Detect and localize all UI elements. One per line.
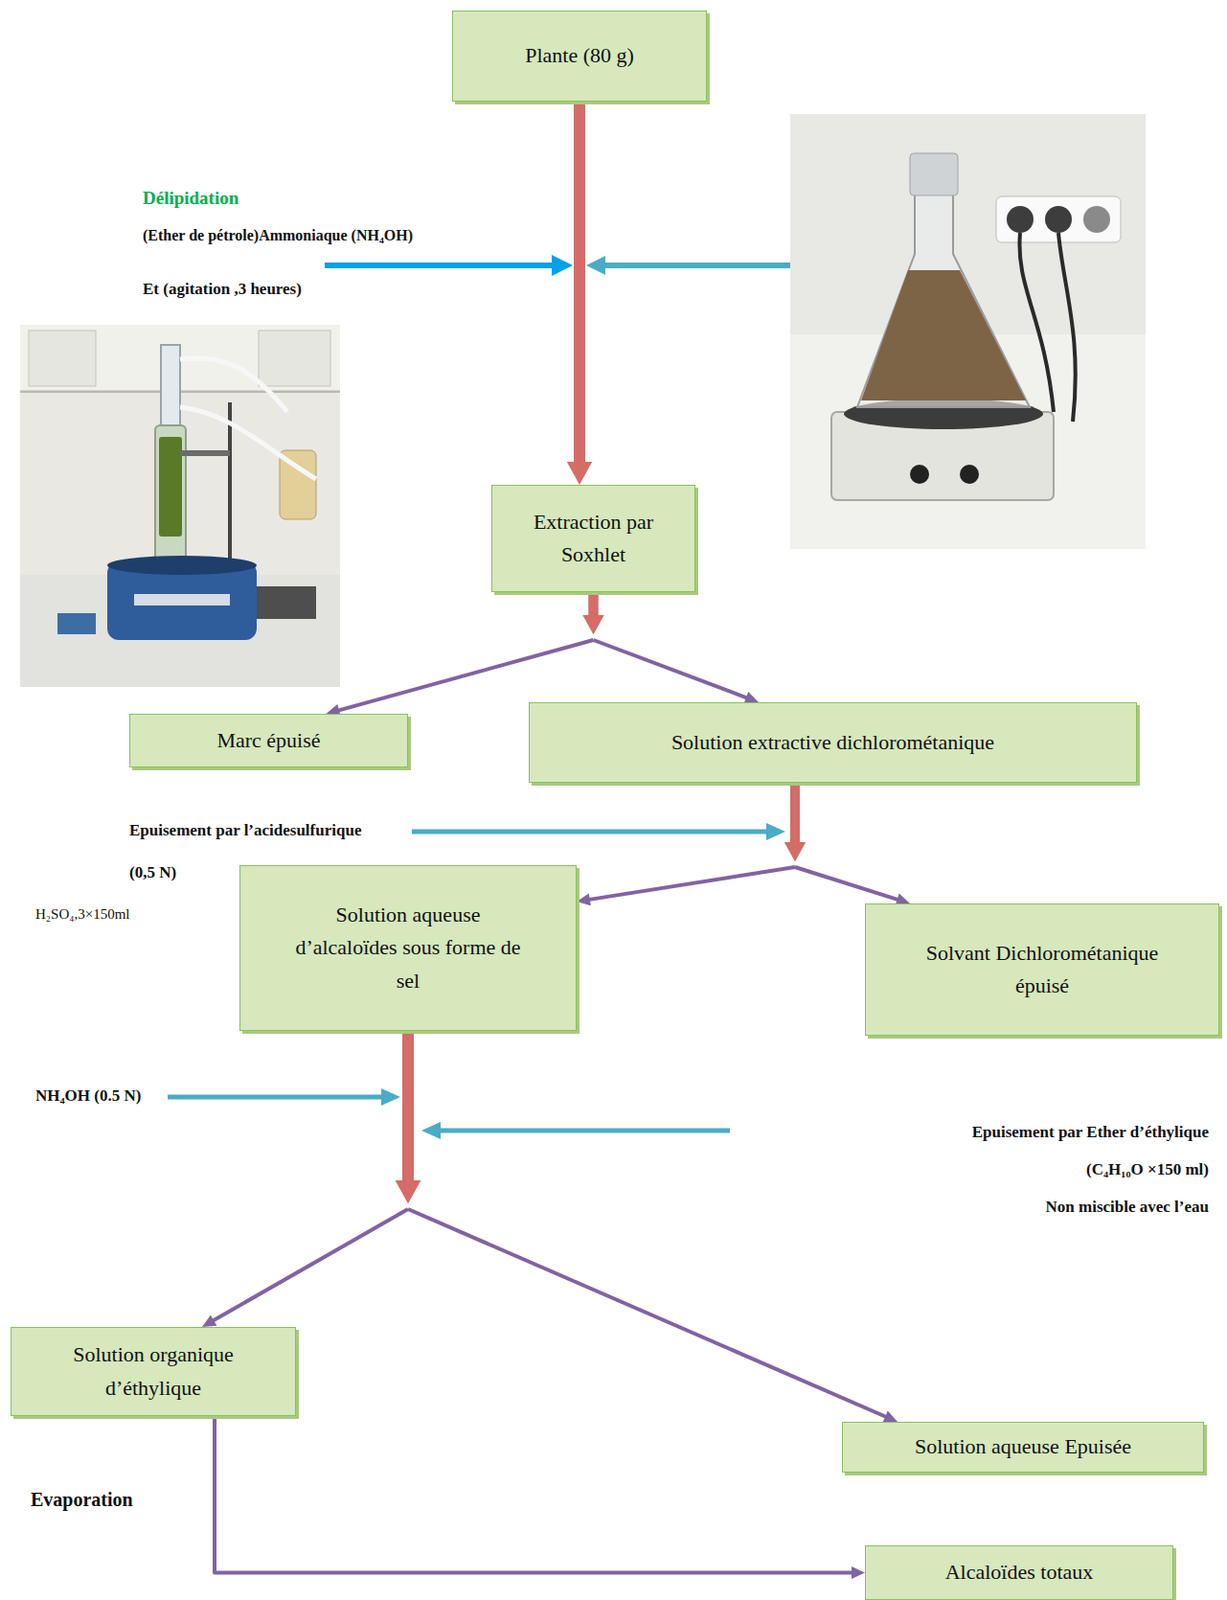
- condenser: [160, 344, 181, 426]
- box-text: Solution organique d’éthylique: [54, 1338, 252, 1404]
- arrow-head: [766, 822, 786, 841]
- socket: [1045, 205, 1072, 233]
- soxhlet-photo: [20, 324, 341, 687]
- connector-arrow: [214, 1415, 865, 1579]
- connector-arrow: [583, 591, 760, 704]
- arrow-head: [551, 254, 573, 276]
- arrow-head: [784, 841, 806, 862]
- process-box: Solution aqueuse d’alcaloïdes sous forme…: [239, 864, 577, 1031]
- connector-arrow: [576, 782, 806, 906]
- clamp: [180, 450, 230, 456]
- connector-arrow: [326, 591, 605, 717]
- connector-line: [588, 866, 796, 900]
- connector-line: [593, 639, 749, 699]
- process-box: Solvant Dichlorométanique épuisé: [864, 903, 1220, 1036]
- box-text: Solution extractive dichlorométanique: [671, 726, 995, 759]
- connector-line: [211, 1208, 409, 1321]
- plant-cartridge: [159, 436, 182, 537]
- connector-line: [790, 782, 800, 844]
- arrow-head: [421, 1121, 441, 1139]
- connector-arrow: [784, 782, 910, 906]
- connector-line: [573, 101, 586, 464]
- extractor-column: [155, 425, 186, 562]
- connector-line: [408, 1208, 887, 1417]
- stand-rod: [227, 402, 232, 575]
- connector-line: [402, 1030, 414, 1182]
- arrow-head: [586, 255, 606, 275]
- process-box: Extraction par Soxhlet: [491, 484, 696, 592]
- annotation-text: Non miscible avec l’eau: [1045, 1197, 1209, 1217]
- process-box: Alcaloïdes totaux: [864, 1545, 1174, 1600]
- knob: [959, 464, 979, 484]
- erlenmeyer-flask: [857, 191, 1030, 408]
- connector-line: [795, 866, 900, 900]
- annotation-text: Délipidation: [142, 187, 239, 210]
- arrow-head: [583, 614, 605, 635]
- connector-arrow: [395, 1030, 898, 1422]
- reagent-arrow: [167, 1094, 384, 1100]
- box-text: Extraction par Soxhlet: [513, 505, 674, 571]
- box-text: Alcaloïdes totaux: [945, 1555, 1094, 1589]
- controller: [57, 613, 96, 635]
- annotation-text: Et (agitation ,3 heures): [142, 279, 302, 299]
- aluminium-foil: [909, 153, 958, 196]
- annotation-text: Epuisement par Ether d’éthylique: [972, 1122, 1209, 1142]
- box-text: Marc épuisé: [216, 724, 320, 757]
- connector-arrow: [567, 101, 592, 485]
- plant-extract: [861, 270, 1026, 401]
- annotation-text: Evaporation: [30, 1487, 134, 1511]
- mantle-top: [107, 555, 257, 575]
- box-text: Plante (80 g): [524, 39, 635, 72]
- arrow-head: [381, 1088, 401, 1106]
- connector-arrow: [202, 1030, 421, 1327]
- box-text: Solution aqueuse d’alcaloïdes sous forme…: [286, 898, 530, 997]
- photo-ground: [20, 324, 341, 687]
- connector-line: [589, 591, 599, 617]
- socket: [1006, 205, 1034, 233]
- box-text: Solvant Dichlorométanique épuisé: [904, 936, 1181, 1002]
- annotation-text: NH₄OH (0.5 N): [35, 1086, 141, 1106]
- reagent-arrows: [167, 254, 791, 1139]
- arrow-head: [567, 461, 592, 485]
- photo-ground: [790, 113, 1146, 549]
- connector-line: [402, 1030, 414, 1182]
- connector-line: [214, 1415, 854, 1573]
- reagent-arrow: [411, 829, 767, 835]
- mantle-label: [134, 593, 230, 606]
- annotation-text: Epuisement par l’acidesulfurique: [129, 820, 362, 841]
- process-box: Marc épuisé: [129, 713, 409, 768]
- process-box: Solution extractive dichlorométanique: [528, 702, 1137, 783]
- arrow-head: [583, 614, 605, 635]
- arrow-head: [395, 1180, 421, 1204]
- cabinet-door: [258, 330, 331, 387]
- process-box: Plante (80 g): [452, 10, 707, 102]
- water-tubes: [180, 358, 317, 479]
- arrow-head: [395, 1180, 421, 1204]
- box-text: Solution aqueuse Epuisée: [914, 1430, 1132, 1463]
- reagent-arrow: [324, 262, 554, 269]
- reagent-arrow: [440, 1128, 730, 1134]
- process-box: Solution aqueuse Epuisée: [841, 1421, 1205, 1473]
- connector-line: [589, 591, 599, 617]
- arrow-head: [784, 841, 806, 862]
- annotation-text: H₂SO₄,3×150ml: [35, 905, 131, 923]
- process-box: Solution organique d’éthylique: [10, 1326, 296, 1416]
- annotation-text: (0,5 N): [129, 863, 177, 883]
- power-cable: [1019, 232, 1075, 422]
- stirrer-photo: [790, 113, 1146, 549]
- annotation-text: (Ether de pétrole)Ammoniaque (NH₄OH): [142, 226, 413, 245]
- connector-line: [790, 782, 800, 844]
- arrow-head: [851, 1566, 865, 1579]
- socket: [1083, 205, 1111, 233]
- annotation-text: (C₄H₁₀O ×150 ml): [1086, 1159, 1209, 1180]
- cabinet-door: [28, 330, 96, 387]
- reagent-arrow: [603, 262, 791, 269]
- knob: [909, 464, 930, 484]
- connector-line: [337, 639, 593, 711]
